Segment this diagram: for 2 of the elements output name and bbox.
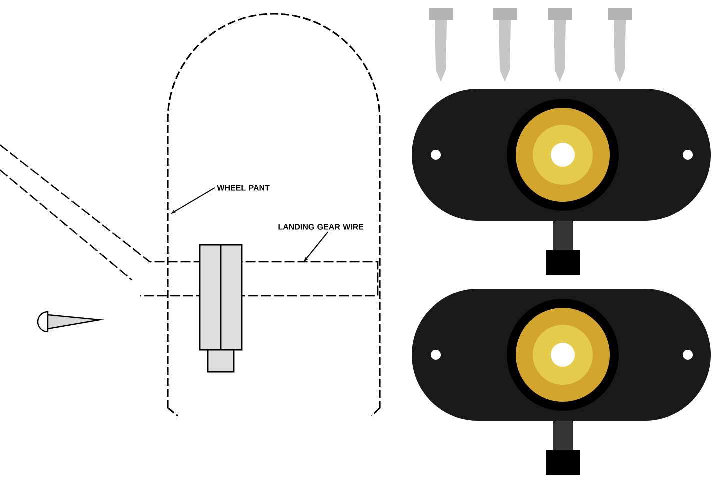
- callout-label: LANDING GEAR WIRE: [278, 224, 364, 230]
- callout-label: WHEEL PANT: [217, 185, 270, 191]
